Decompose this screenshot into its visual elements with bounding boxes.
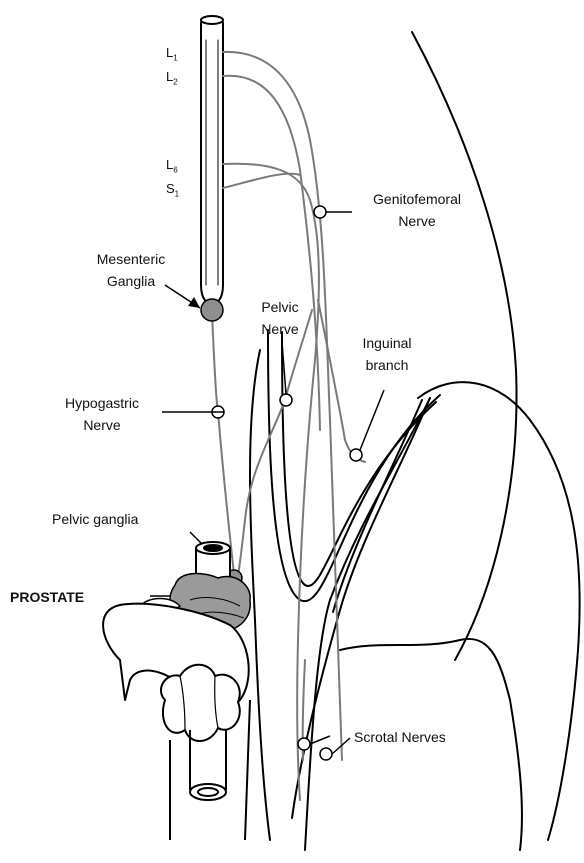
body-back-outline [412,32,516,660]
genitofemoral-label-line1: Genitofemoral [352,188,482,210]
inguinal-marker [350,449,362,461]
genitofemoral-marker [314,206,326,218]
pelvic-nerve-marker [280,394,292,406]
mesenteric-label-line2: Ganglia [76,270,186,292]
pelvic-nerve-label-line2: Nerve [250,318,310,340]
inguinal-label-line2: branch [352,354,422,376]
scrotal-marker-1 [298,738,310,750]
scrotal-nerves-label: Scrotal Nerves [354,726,446,748]
genitofemoral-label-line2: Nerve [352,210,482,232]
hypogastric-label-line2: Nerve [46,414,158,436]
segment-s1-sub: 1 [175,190,179,199]
pelvic-nerve-label: Pelvic Nerve [250,296,310,340]
spinal-cord-top [201,16,223,24]
hypogastric-nerve-path [212,312,234,574]
inguinal-label: Inguinal branch [352,332,422,376]
spinal-cord [201,22,223,303]
glans-lobes [161,665,240,741]
segment-l1-sub: 1 [173,54,177,63]
pelvic-nerve-label-line1: Pelvic [250,296,310,318]
inguinal-branch-nerve [318,300,365,462]
mesenteric-label-line1: Mesenteric [76,248,186,270]
segment-s1-letter: S [166,181,175,196]
scrotal-marker-2 [320,748,332,760]
testis-loop [305,398,430,850]
thigh-outline [418,382,580,840]
segment-s1: S1 [166,178,179,206]
genitofemoral-label: Genitofemoral Nerve [352,188,482,232]
segment-l2: L2 [166,66,178,94]
segment-l6-sub: 6 [173,166,177,175]
inguinal-label-line1: Inguinal [352,332,422,354]
mesenteric-ganglion [201,299,223,321]
inguinal-canal-inner [333,400,422,612]
scrotum-outline [250,350,270,840]
prostate-label: PROSTATE [10,586,84,608]
pelvic-ganglia-label: Pelvic ganglia [52,508,138,530]
mesenteric-label: Mesenteric Ganglia [76,248,186,292]
pelvic-nerve-path [238,310,312,575]
hypogastric-label: Hypogastric Nerve [46,392,158,436]
segment-l2-sub: 2 [173,78,177,87]
hypogastric-label-line1: Hypogastric [46,392,158,414]
